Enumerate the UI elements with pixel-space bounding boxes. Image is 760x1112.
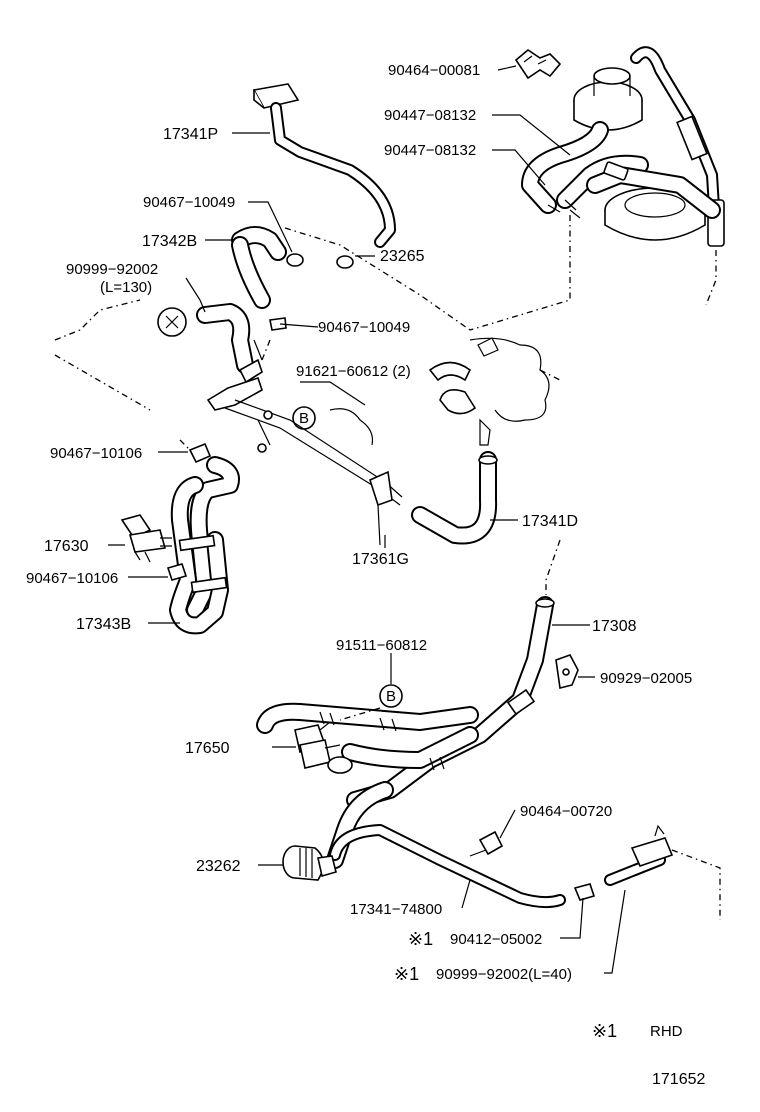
ref-mark-B-upper: B	[292, 406, 316, 430]
label-91511-60812: 91511−60812	[336, 637, 427, 654]
label-17341P: 17341P	[163, 126, 218, 143]
legend-rhd: RHD	[650, 1023, 683, 1040]
label-23262: 23262	[196, 858, 241, 875]
label-90412-05002: 90412−05002	[450, 931, 542, 948]
canister-23262	[282, 845, 337, 881]
legend-mark-asterisk-1: ※1	[592, 1021, 617, 1041]
ref-mark-B-lower: B	[339, 684, 403, 721]
label-90999-92002-L40: 90999−92002(L=40)	[436, 966, 572, 983]
fittings-rhd	[573, 824, 721, 920]
label-17341-74800: 17341−74800	[350, 901, 442, 918]
label-17630: 17630	[44, 538, 89, 555]
label-90467-10049-b: 90467−10049	[318, 319, 410, 336]
label-17650: 17650	[185, 740, 230, 757]
hose-17341P	[252, 83, 396, 248]
engine-area	[54, 299, 561, 446]
hose-17343B	[169, 439, 240, 635]
label-90467-10106-b: 90467−10106	[26, 570, 118, 587]
label-91621-60612: 91621−60612 (2)	[296, 363, 411, 380]
label-90464-00081: 90464−00081	[388, 62, 480, 79]
label-17308: 17308	[592, 618, 637, 635]
mark-asterisk-1-a: ※1	[408, 929, 433, 949]
leader-lines	[108, 65, 626, 974]
mark-asterisk-1-b: ※1	[394, 964, 419, 984]
label-17343B: 17343B	[76, 616, 131, 633]
pipe-bracket-17361G	[206, 339, 403, 546]
hose-17342B	[231, 226, 471, 331]
ref-B-lower-text: B	[386, 688, 396, 705]
label-90447-08132-b: 90447−08132	[384, 142, 476, 159]
vsv-17650	[256, 702, 479, 774]
hose-17341-74800	[326, 781, 566, 909]
label-90467-10106-a: 90467−10106	[50, 445, 142, 462]
label-17342B: 17342B	[142, 233, 197, 250]
vsv-17630	[120, 514, 188, 581]
diagram-number: 171652	[652, 1071, 705, 1088]
hose-17341D	[411, 451, 498, 545]
label-90464-00720: 90464−00720	[520, 803, 612, 820]
part-labels: 90464−00081 90447−08132 90447−08132 1734…	[26, 62, 705, 1088]
label-17361G: 17361G	[352, 551, 409, 568]
label-90447-08132-a: 90447−08132	[384, 107, 476, 124]
label-90999-92002: 90999−92002	[66, 261, 158, 278]
label-23265: 23265	[380, 248, 425, 265]
label-L130: (L=130)	[100, 279, 152, 296]
label-17341D: 17341D	[522, 513, 578, 530]
canister-assembly	[469, 46, 725, 331]
label-90929-02005: 90929−02005	[600, 670, 692, 687]
ref-B-upper-text: B	[299, 410, 309, 427]
hose-90999-92002	[157, 303, 287, 374]
label-90467-10049-a: 90467−10049	[143, 194, 235, 211]
